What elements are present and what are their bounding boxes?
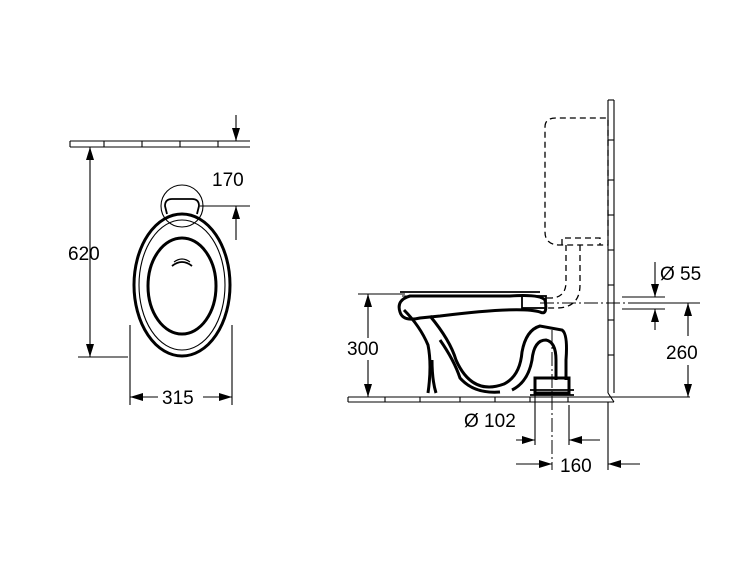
hinge-ring [160, 184, 204, 228]
dimension-label-diameter-102: Ø 102 [464, 411, 516, 432]
dimension-label-260: 260 [666, 343, 698, 364]
bowl-rim-profile [397, 294, 548, 321]
inlet-connection [521, 295, 547, 309]
dimension-260: 260 [635, 302, 700, 397]
dimension-300: 300 [347, 293, 405, 397]
top-wall-line [69, 140, 250, 148]
rim-mark [171, 261, 193, 267]
dimension-315: 315 [129, 325, 233, 409]
bowl-outer-outline [132, 212, 232, 358]
dimension-diameter-102: Ø 102 [464, 393, 600, 445]
dimension-160: 160 [516, 402, 640, 477]
flush-pipe [540, 245, 567, 299]
bowl-inner-outline [146, 236, 218, 336]
side-wall-line [607, 99, 615, 393]
cistern-outline [544, 117, 609, 246]
dimension-label-300: 300 [347, 339, 379, 360]
dimension-label-620: 620 [68, 244, 100, 265]
bowl-front-profile [402, 308, 432, 394]
hinge-tab [164, 198, 200, 215]
dimension-label-160: 160 [560, 456, 592, 477]
dimension-label-diameter-55: Ø 55 [660, 264, 701, 285]
dimension-620: 620 [68, 147, 128, 358]
top-view: 620 170 315 [68, 115, 250, 409]
side-floor-line [347, 392, 690, 403]
dimension-diameter-55: Ø 55 [622, 262, 701, 330]
seat-inner-outline [138, 219, 226, 351]
dimension-170: 170 [200, 115, 250, 240]
dimension-label-170: 170 [212, 170, 244, 191]
side-view: 300 Ø 102 160 Ø [347, 99, 701, 477]
dimension-label-315: 315 [162, 388, 194, 409]
trap-profile [428, 315, 568, 389]
